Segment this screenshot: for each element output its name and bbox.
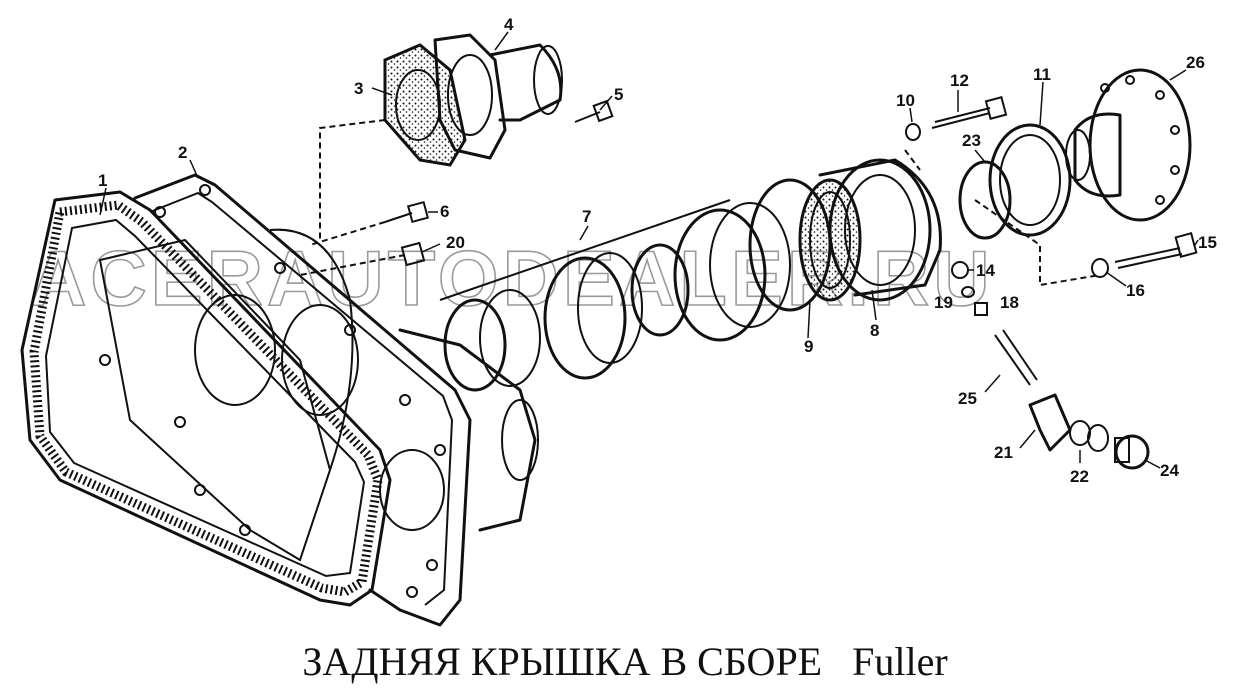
callout-7: 7 (582, 207, 591, 226)
part-22-ring (1069, 420, 1109, 452)
part-12-bolt (931, 96, 1008, 129)
part-20-plug (400, 241, 426, 267)
part-6-bolt (384, 200, 430, 224)
callout-14: 14 (976, 261, 995, 280)
part-25-pin (994, 329, 1038, 386)
part-15-bolt (1114, 232, 1198, 269)
callout-16: 16 (1126, 281, 1145, 300)
callout-5: 5 (614, 85, 623, 104)
callout-4: 4 (504, 15, 514, 34)
callout-leaders (99, 31, 1199, 469)
part-16-washer (1091, 258, 1109, 278)
part-2-cover-housing (98, 173, 539, 627)
diagram-caption: ЗАДНЯЯ КРЫШКА В СБОРЕ Fuller (302, 639, 948, 684)
callout-labels: 1 2 3 4 5 6 7 8 9 10 12 11 26 23 15 16 1… (98, 15, 1217, 486)
part-26-flange (1065, 68, 1192, 222)
part-23-plug (1114, 434, 1150, 470)
callout-8: 8 (870, 321, 879, 340)
part-4-cover-sleeve (433, 33, 563, 160)
part-8-bearing-cage (818, 158, 942, 302)
part-7-leader (439, 199, 731, 301)
callout-3: 3 (354, 79, 363, 98)
callout-22: 22 (1070, 467, 1089, 486)
part-5-bolt (574, 99, 614, 123)
part-19-washer (961, 286, 975, 298)
callout-24: 23 (962, 131, 981, 150)
callout-20: 20 (446, 233, 465, 252)
part-18-fitting (974, 302, 988, 316)
part-1-gasket (20, 190, 392, 607)
callout-1: 1 (98, 171, 107, 190)
part-10-washer (905, 123, 921, 141)
callout-2: 2 (178, 143, 187, 162)
assembly-leader-lines (299, 119, 1101, 287)
callout-12: 12 (950, 71, 969, 90)
callout-6: 6 (440, 202, 449, 221)
callout-25: 25 (958, 389, 977, 408)
part-11-seal (988, 123, 1072, 237)
callout-11: 11 (1033, 65, 1051, 84)
callout-18: 18 (1000, 293, 1019, 312)
callout-21: 21 (994, 443, 1013, 462)
callout-15: 15 (1198, 233, 1217, 252)
callout-23: 24 (1160, 461, 1179, 480)
callout-19: 19 (934, 293, 953, 312)
part-21-switch (1028, 393, 1072, 452)
callout-10: 10 (896, 91, 915, 110)
callout-9: 9 (804, 337, 813, 356)
callout-26: 26 (1186, 53, 1205, 72)
